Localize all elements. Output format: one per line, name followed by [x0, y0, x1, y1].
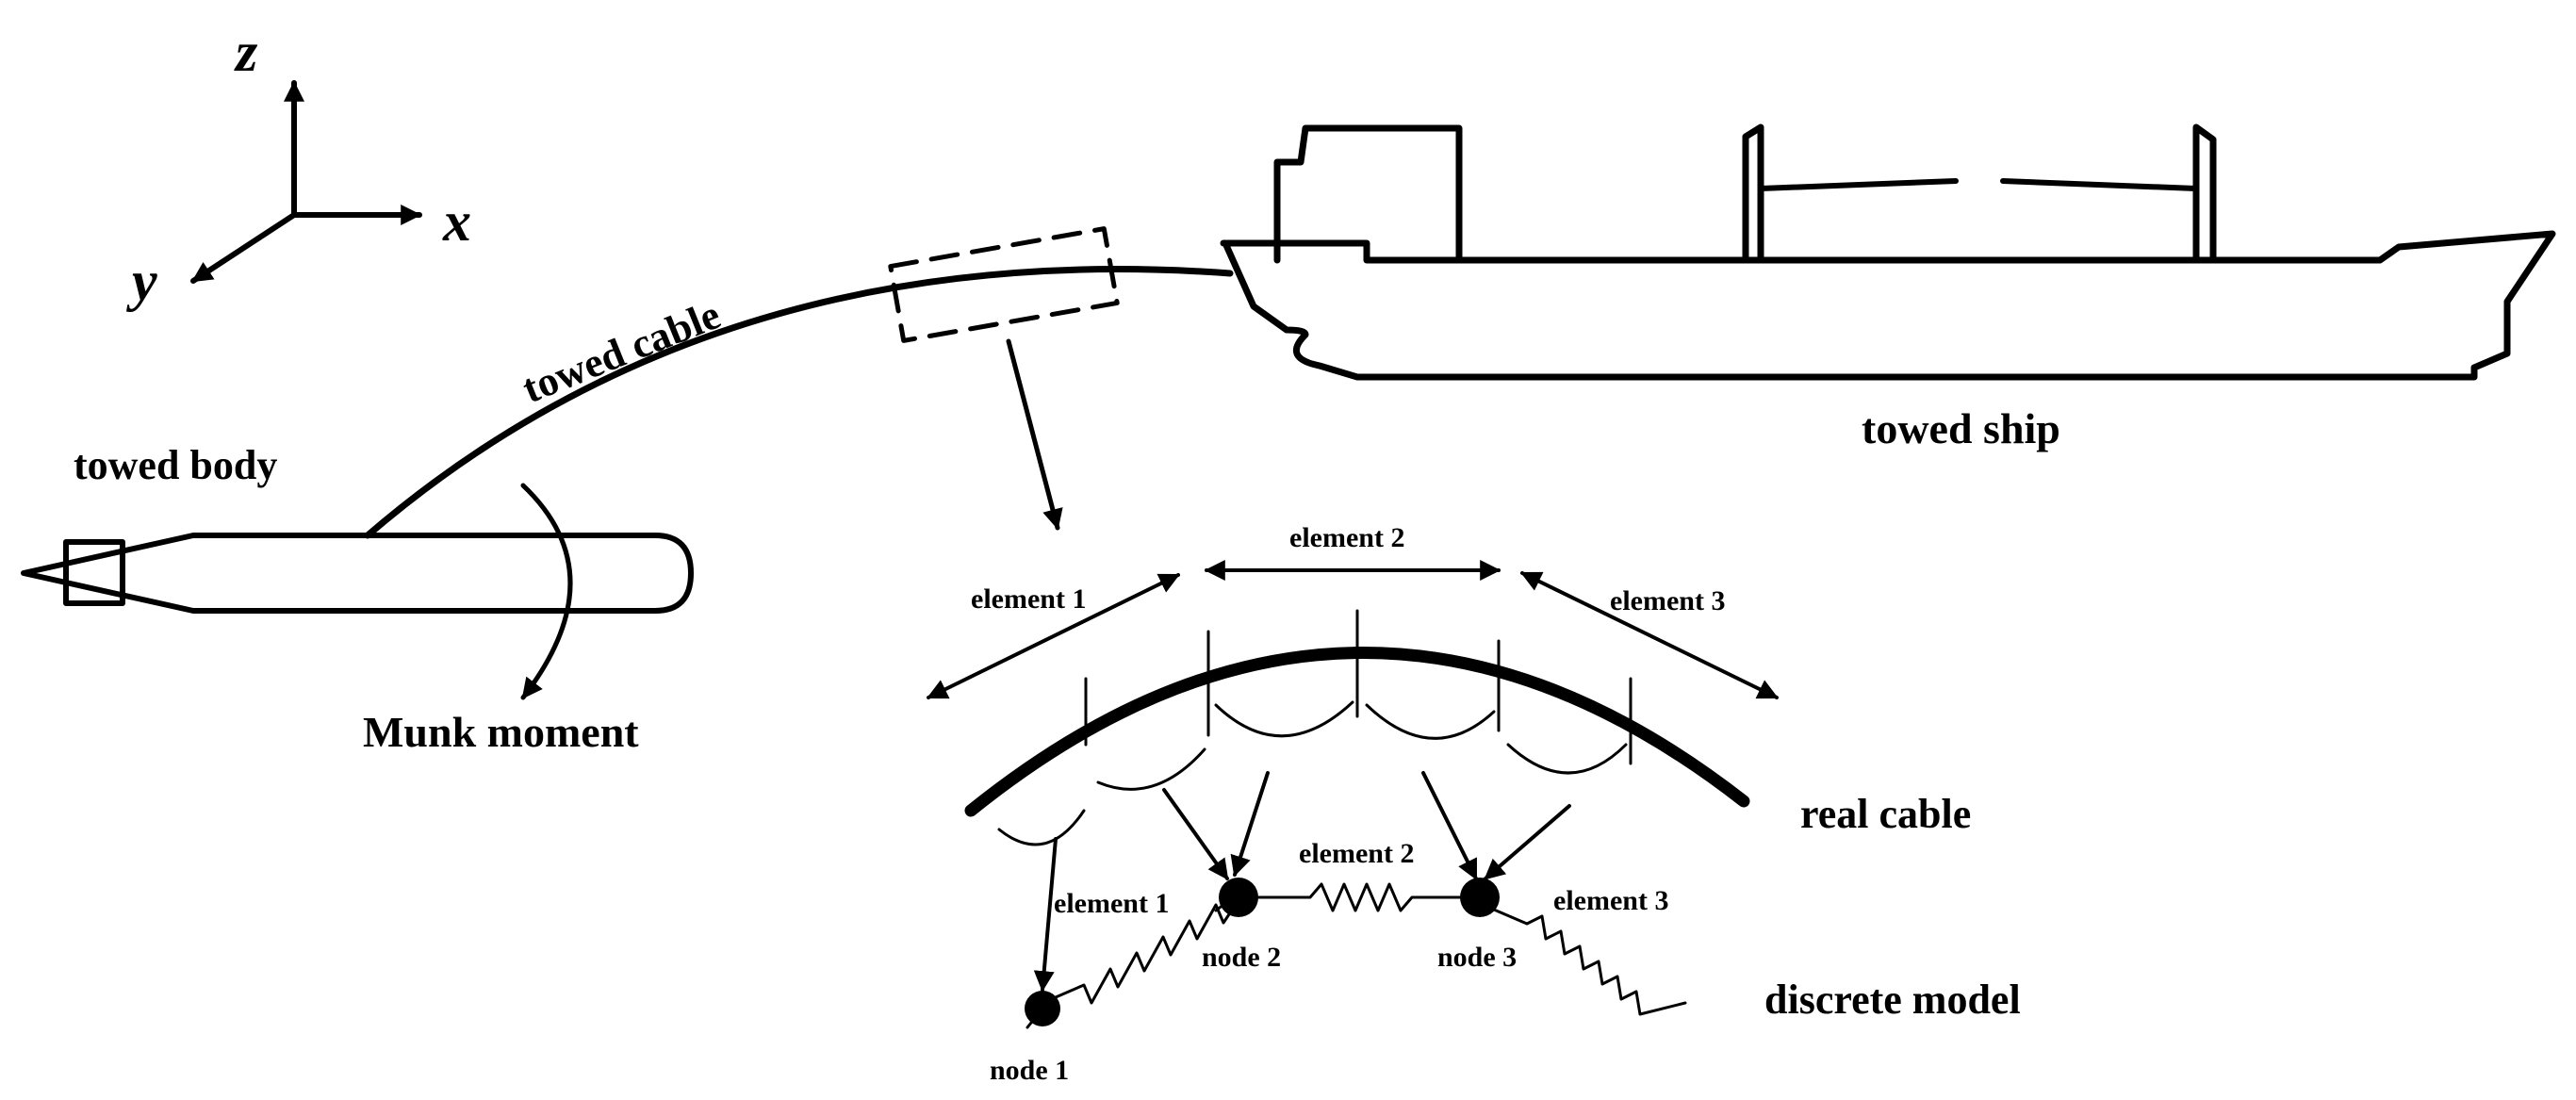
upper-element-2-label: element 2 — [1289, 522, 1404, 553]
upper-element-1-label: element 1 — [971, 583, 1086, 615]
towed-ship — [1220, 123, 2556, 381]
map-arrow — [1484, 804, 1571, 880]
z-axis-label: z — [234, 21, 258, 83]
upper-element-3-label: element 3 — [1610, 585, 1725, 616]
cable-segment-arc — [1096, 747, 1206, 791]
y-axis — [190, 212, 297, 284]
towed-body — [21, 483, 694, 700]
towed-ship-label: towed ship — [1862, 404, 2060, 452]
ship-hull — [1220, 230, 2556, 381]
node-2 — [1219, 878, 1258, 917]
node-1-label: node 1 — [990, 1055, 1069, 1086]
cable-segment-arc — [1506, 743, 1628, 775]
discrete-model-label: discrete model — [1764, 977, 2021, 1023]
y-axis-label: y — [126, 250, 157, 312]
towed-body-label: towed body — [74, 442, 277, 488]
towed-body-tail — [63, 539, 125, 606]
cable-segment-arc — [1214, 700, 1354, 738]
ship-stay-right — [2000, 178, 2199, 191]
detail-box — [888, 226, 1120, 343]
munk-moment-arc — [520, 483, 573, 700]
map-arrow — [1162, 788, 1229, 880]
node-1 — [1025, 991, 1060, 1026]
detail-arrow — [1006, 338, 1063, 531]
map-arrow — [1421, 771, 1478, 880]
x-axis-label: x — [442, 190, 471, 253]
node-3-label: node 3 — [1437, 942, 1517, 973]
node-2-label: node 2 — [1202, 942, 1281, 973]
lower-element-2-label: element 2 — [1299, 838, 1414, 869]
spring-element-3 — [1492, 908, 1687, 1016]
real-cable-detail — [964, 609, 1750, 846]
towed-body-hull — [21, 533, 694, 614]
lower-element-3-label: element 3 — [1553, 885, 1668, 916]
map-arrow — [1033, 837, 1058, 993]
lower-element-1-label: element 1 — [1054, 888, 1169, 919]
munk-moment-label: Munk moment — [363, 708, 639, 756]
map-arrow — [1230, 771, 1270, 878]
ship-mast-left — [1742, 123, 1764, 264]
cable-segment-arc — [1365, 703, 1496, 740]
real-cable-label: real cable — [1800, 791, 1971, 837]
ship-superstructure — [1273, 124, 1463, 264]
ship-stay-left — [1758, 178, 1959, 191]
element-1-range — [927, 573, 1180, 699]
spring-element-2 — [1252, 882, 1468, 912]
discrete-model — [1025, 878, 1687, 1029]
towed-cable-label: towed cable — [516, 291, 726, 412]
coordinate-axes: z x y — [126, 21, 471, 312]
spring-element-1 — [1054, 898, 1240, 1005]
cable-segment-arc — [997, 809, 1086, 846]
towed-cable — [364, 266, 1234, 539]
node-3 — [1460, 878, 1500, 917]
ship-mast-right — [2192, 123, 2217, 264]
element-3-range — [1520, 571, 1779, 699]
